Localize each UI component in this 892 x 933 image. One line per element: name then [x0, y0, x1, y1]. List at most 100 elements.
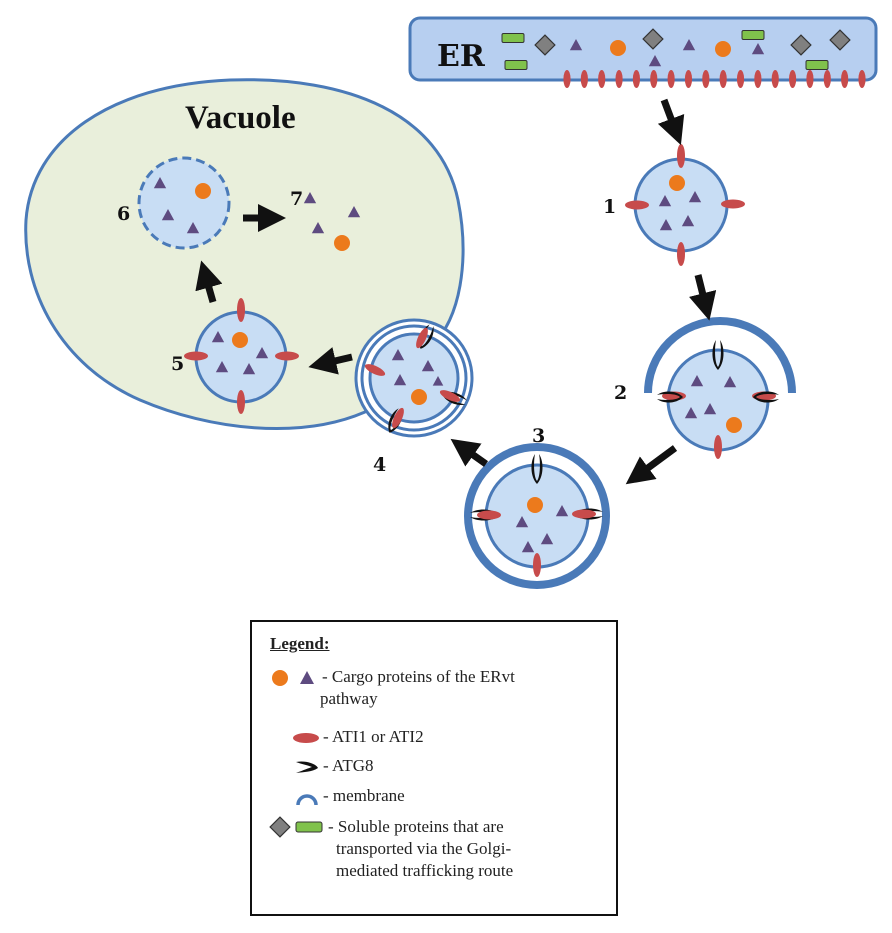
ati-protein	[439, 390, 461, 402]
phagophore-membrane	[644, 317, 796, 394]
ati-protein	[237, 390, 245, 414]
cargo-orange	[232, 332, 248, 348]
er-ati-protein	[771, 70, 779, 88]
soluble-green-bar	[501, 33, 525, 43]
arrow-5-to-6	[195, 260, 223, 303]
cargo-triangle	[393, 374, 407, 386]
atg8-protein	[712, 340, 724, 370]
er-ati-protein	[754, 70, 762, 88]
legend-soluble-text-2: transported via the Golgi-	[336, 839, 512, 858]
arrow-er-to-1	[657, 98, 685, 146]
legend-cargo-text-1: - Cargo proteins of the ERvt	[322, 667, 515, 686]
atg8-arc-icon	[296, 761, 318, 773]
cargo-triangle	[153, 177, 167, 189]
er-ati-protein	[719, 70, 727, 88]
arrow-4-to-5	[308, 347, 353, 375]
er-ati-protein	[823, 70, 831, 88]
stage-3-vesicle-group	[464, 443, 610, 589]
er-contents	[501, 28, 866, 88]
ati-protein	[572, 509, 596, 519]
red-ellipse-icon	[293, 733, 319, 743]
cargo-triangle	[684, 407, 698, 419]
soluble-gray-diamond	[790, 34, 812, 56]
step-label-1: 1	[603, 196, 616, 218]
vesicle-stage-3	[484, 463, 590, 569]
soluble-green-bar	[504, 60, 528, 70]
er-cargo-orange	[715, 41, 731, 57]
er-ati-protein	[667, 70, 675, 88]
vesicle-stage-4	[368, 332, 460, 424]
legend-box: Legend: - Cargo proteins of the ERvt pat…	[250, 620, 618, 916]
vesicle-stage-5	[194, 310, 288, 404]
er-ati-protein	[702, 70, 710, 88]
autophagosome-outer-membrane	[464, 443, 610, 589]
legend-item-soluble: - Soluble proteins that are transported …	[269, 816, 610, 888]
soluble-gray-diamond	[642, 28, 664, 50]
stage-2-vesicle-group	[644, 317, 796, 459]
ati-protein	[184, 351, 208, 361]
gray-diamond-icon	[269, 816, 291, 838]
cargo-triangle	[521, 541, 535, 553]
orange-circle-icon	[272, 670, 288, 686]
vesicle-stage-6-dashed	[137, 156, 231, 250]
er-ati-protein	[788, 70, 797, 88]
ati-protein	[625, 200, 649, 210]
cargo-triangle	[311, 222, 325, 234]
ati-protein	[714, 435, 722, 459]
cargo-triangle	[242, 363, 256, 375]
cargo-triangle	[161, 209, 175, 221]
purple-triangle-icon	[300, 671, 314, 684]
cargo-triangle	[688, 191, 702, 203]
membrane-arc-icon	[296, 794, 318, 806]
atg8-protein	[531, 454, 543, 484]
cargo-triangle	[681, 215, 695, 227]
cargo-triangle	[723, 376, 737, 388]
legend-cargo-text-2: pathway	[320, 689, 378, 708]
cargo-orange	[669, 175, 685, 191]
er-ati-protein	[841, 70, 849, 88]
er-ati-protein	[736, 70, 745, 88]
cargo-triangle	[515, 516, 529, 528]
soluble-gray-diamond	[534, 34, 556, 56]
atg8-protein	[753, 391, 779, 403]
er-cargo-orange	[610, 40, 626, 56]
cargo-orange	[411, 389, 427, 405]
legend-soluble-text-1: - Soluble proteins that are	[328, 817, 504, 836]
step-label-6: 6	[117, 203, 130, 225]
stage-5-vesicle-group	[184, 298, 299, 414]
cargo-triangle	[391, 349, 405, 361]
cargo-triangle	[186, 222, 200, 234]
arrow-2-to-3	[625, 445, 678, 485]
cargo-triangle	[703, 403, 717, 415]
ati-protein	[416, 327, 428, 349]
legend-membrane-text: - membrane	[323, 786, 405, 805]
soluble-green-bar	[741, 30, 765, 40]
atg8-protein	[657, 391, 683, 403]
ati-protein	[392, 407, 404, 429]
er-ati-protein	[598, 70, 606, 88]
arrow-3-to-4	[450, 438, 489, 467]
er-ati-protein	[650, 70, 658, 88]
er-ati-protein	[580, 70, 588, 88]
soluble-gray-diamond	[829, 29, 851, 51]
stage-1-vesicle-group	[625, 144, 745, 266]
ati-protein	[677, 144, 685, 168]
cargo-orange	[527, 497, 543, 513]
step-label-4: 4	[373, 454, 386, 476]
er-ati-protein	[858, 70, 866, 88]
cargo-triangle	[347, 206, 361, 218]
legend-item-cargo: - Cargo proteins of the ERvt pathway	[270, 666, 610, 716]
ati-protein	[364, 364, 386, 376]
er-cargo-triangle	[751, 43, 765, 55]
cargo-orange	[195, 183, 211, 199]
legend-item-ati: - ATI1 or ATI2	[292, 726, 612, 750]
step-label-7: 7	[290, 188, 303, 210]
stage-7-released-cargo	[303, 192, 361, 251]
cargo-triangle	[211, 331, 225, 343]
ati-protein	[533, 553, 541, 577]
ati-protein	[237, 298, 245, 322]
ati-protein	[677, 242, 685, 266]
arrows	[195, 98, 717, 485]
step-label-2: 2	[614, 382, 627, 404]
cargo-triangle	[255, 347, 269, 359]
